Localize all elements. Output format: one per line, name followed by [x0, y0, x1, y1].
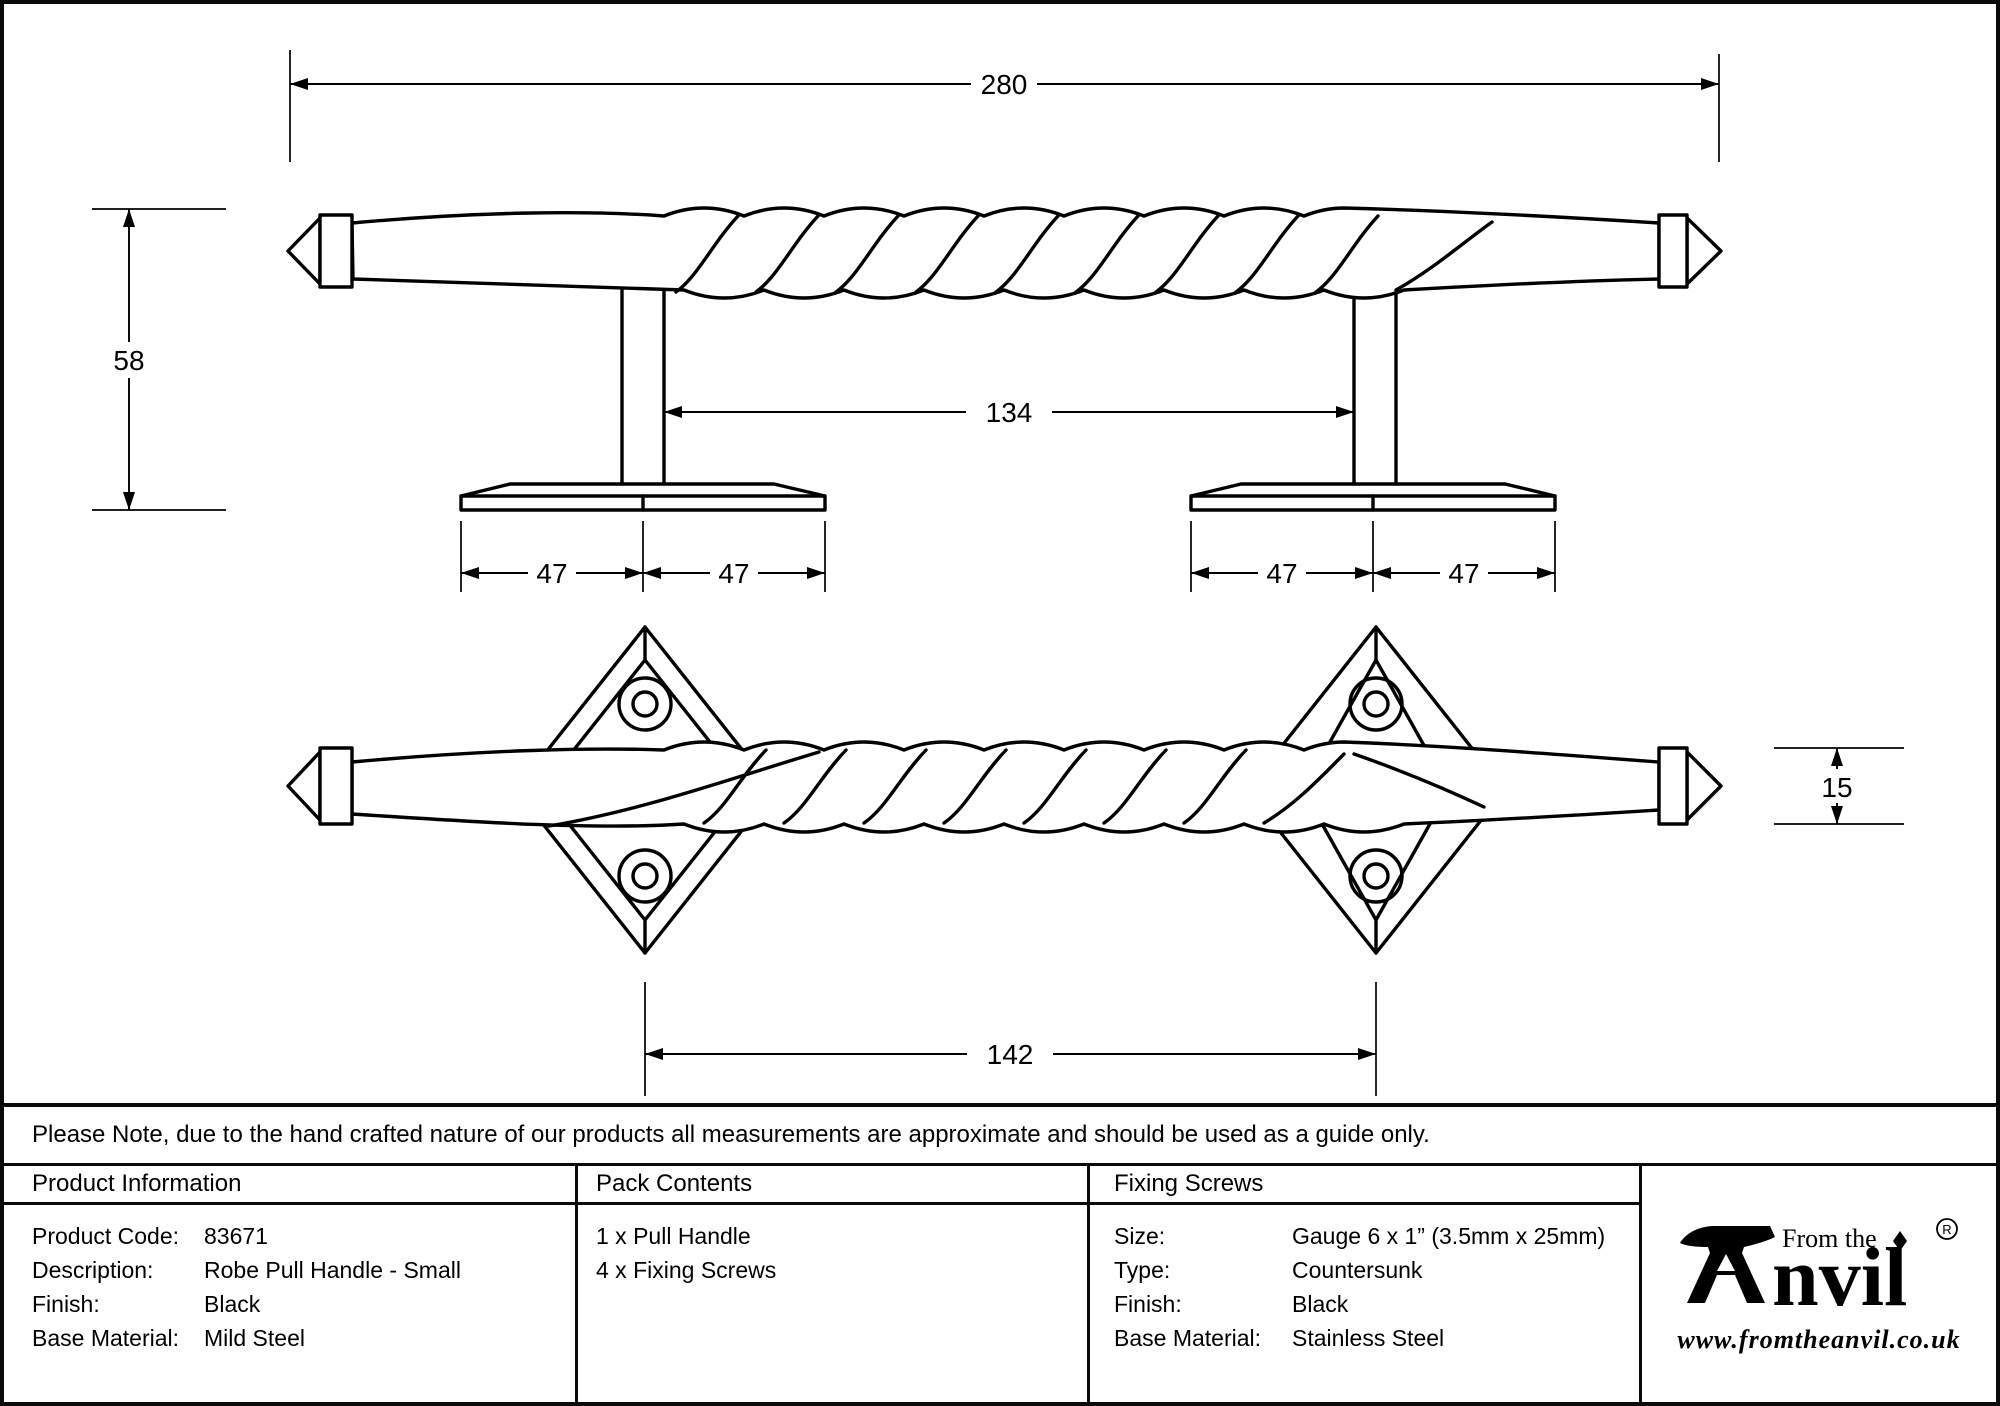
table-row: Product Code: 83671: [32, 1219, 575, 1253]
front-left-finial-cone: [286, 750, 322, 822]
dim-finial-height-label: 15: [1821, 772, 1852, 803]
registered-icon: [1936, 1218, 1958, 1240]
logo-wordmark: nvil: [1772, 1231, 1907, 1323]
anvil-logo: From the nvil R: [1680, 1218, 1958, 1323]
side-left-finial-collar: [318, 213, 354, 289]
dim-base-label: 47: [718, 558, 749, 589]
screw-hole: [617, 848, 673, 904]
dim-right-base: 47 47: [1190, 521, 1556, 592]
dim-base-label: 47: [1448, 558, 1479, 589]
table-row: Type: Countersunk: [1114, 1253, 1639, 1287]
technical-drawing: 280 58 134: [92, 50, 1904, 1096]
table-row: Finish: Black: [1114, 1287, 1639, 1321]
table-row: Finish: Black: [32, 1287, 575, 1321]
registered-letter: R: [1942, 1222, 1951, 1237]
row-label: Finish:: [1114, 1290, 1182, 1317]
side-left-post: [620, 287, 666, 486]
header-pack-contents: Pack Contents: [578, 1166, 1090, 1205]
dim-overall-height: 58: [92, 208, 226, 511]
front-rope-strands: [547, 748, 1486, 828]
dim-plate-centres-label: 142: [987, 1039, 1034, 1070]
front-left-finial-collar: [318, 746, 354, 826]
dim-post-centres-label: 134: [986, 397, 1033, 428]
row-label: Description:: [32, 1256, 154, 1283]
side-view: 280 58 134: [92, 50, 1723, 592]
dim-base-label: 47: [1266, 558, 1297, 589]
side-left-finial-cone: [286, 216, 322, 286]
screw-hole: [631, 690, 659, 718]
row-value: Gauge 6 x 1” (3.5mm x 25mm): [1292, 1222, 1606, 1249]
note-text: Please Note, due to the hand crafted nat…: [32, 1121, 1430, 1148]
front-right-finial-cone: [1685, 750, 1723, 822]
fixing-screws-cell: Size: Gauge 6 x 1” (3.5mm x 25mm) Type: …: [1090, 1205, 1642, 1402]
screw-hole: [631, 862, 659, 890]
row-value: Black: [204, 1290, 261, 1317]
front-handle-bar: [350, 740, 1661, 834]
logo-tagline: From the: [1782, 1224, 1877, 1253]
screw-hole: [1348, 848, 1404, 904]
screw-hole: [1362, 862, 1390, 890]
dim-left-base: 47 47: [460, 521, 826, 592]
product-information-cell: Product Code: 83671 Description: Robe Pu…: [4, 1205, 578, 1402]
header-product-information: Product Information: [4, 1166, 578, 1205]
table-row: Base Material: Mild Steel: [32, 1321, 575, 1355]
row-label: Finish:: [32, 1290, 100, 1317]
pack-contents-cell: 1 x Pull Handle 4 x Fixing Screws: [578, 1205, 1090, 1402]
logo-website: www.fromtheanvil.co.uk: [1677, 1325, 1961, 1354]
header-fixing-screws: Fixing Screws: [1090, 1166, 1642, 1205]
brand-logo: From the nvil R www.fromtheanvil.co.uk: [1642, 1166, 1996, 1402]
side-right-finial-cone: [1685, 216, 1723, 286]
dim-finial-height: 15: [1774, 747, 1904, 825]
screw-hole: [1362, 690, 1390, 718]
row-label: Size:: [1114, 1222, 1166, 1249]
side-right-post: [1352, 287, 1398, 486]
note-row: Please Note, due to the hand crafted nat…: [4, 1107, 1996, 1166]
row-label: Base Material:: [32, 1324, 180, 1351]
list-item: 4 x Fixing Screws: [596, 1256, 777, 1283]
front-right-finial-collar: [1657, 746, 1689, 826]
row-label: Base Material:: [1114, 1324, 1262, 1351]
front-left-plate: [514, 625, 776, 955]
row-value: Stainless Steel: [1292, 1324, 1445, 1351]
dim-base-label: 47: [536, 558, 567, 589]
row-value: Black: [1292, 1290, 1349, 1317]
dim-overall-width-label: 280: [981, 69, 1028, 100]
side-left-base: [459, 482, 827, 512]
list-item: 1 x Pull Handle: [596, 1222, 751, 1249]
table-row: Size: Gauge 6 x 1” (3.5mm x 25mm): [1114, 1219, 1639, 1253]
screw-hole: [617, 676, 673, 732]
dim-plate-centres: 142: [644, 982, 1377, 1096]
diamond-icon: [1893, 1231, 1907, 1251]
side-rope-strands: [674, 214, 1494, 294]
table-row: Description: Robe Pull Handle - Small: [32, 1253, 575, 1287]
row-value: 83671: [204, 1222, 268, 1249]
row-value: Mild Steel: [204, 1324, 305, 1351]
front-view: 15 142: [286, 625, 1904, 1096]
row-value: Countersunk: [1292, 1256, 1423, 1283]
info-table: Please Note, due to the hand crafted nat…: [4, 1103, 1996, 1402]
screw-hole: [1348, 676, 1404, 732]
table-row: Base Material: Stainless Steel: [1114, 1321, 1639, 1355]
dim-post-centres: 134: [664, 394, 1354, 430]
row-label: Product Code:: [32, 1222, 180, 1249]
row-value: Robe Pull Handle - Small: [204, 1256, 461, 1283]
anvil-icon: [1680, 1226, 1775, 1303]
row-label: Type:: [1114, 1256, 1171, 1283]
dim-overall-height-label: 58: [113, 345, 144, 376]
dim-overall-width: 280: [289, 50, 1720, 162]
side-right-finial-collar: [1657, 213, 1689, 289]
side-right-base: [1189, 482, 1557, 512]
